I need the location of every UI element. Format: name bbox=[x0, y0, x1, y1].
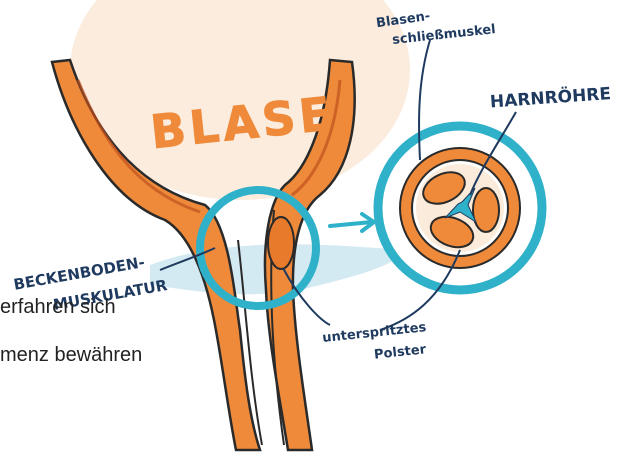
label-polster-2: Polster bbox=[373, 342, 427, 362]
cushion-right bbox=[473, 188, 499, 232]
label-harnroehre: HARNRÖHRE bbox=[489, 82, 611, 112]
zoom-arrow bbox=[330, 222, 372, 226]
label-polster-1: unterspritztes bbox=[322, 320, 428, 346]
caption-line-2: menz bewähren bbox=[0, 344, 142, 367]
caption-line-1: erfahren sich bbox=[0, 296, 116, 319]
injected-cushion bbox=[268, 217, 294, 269]
